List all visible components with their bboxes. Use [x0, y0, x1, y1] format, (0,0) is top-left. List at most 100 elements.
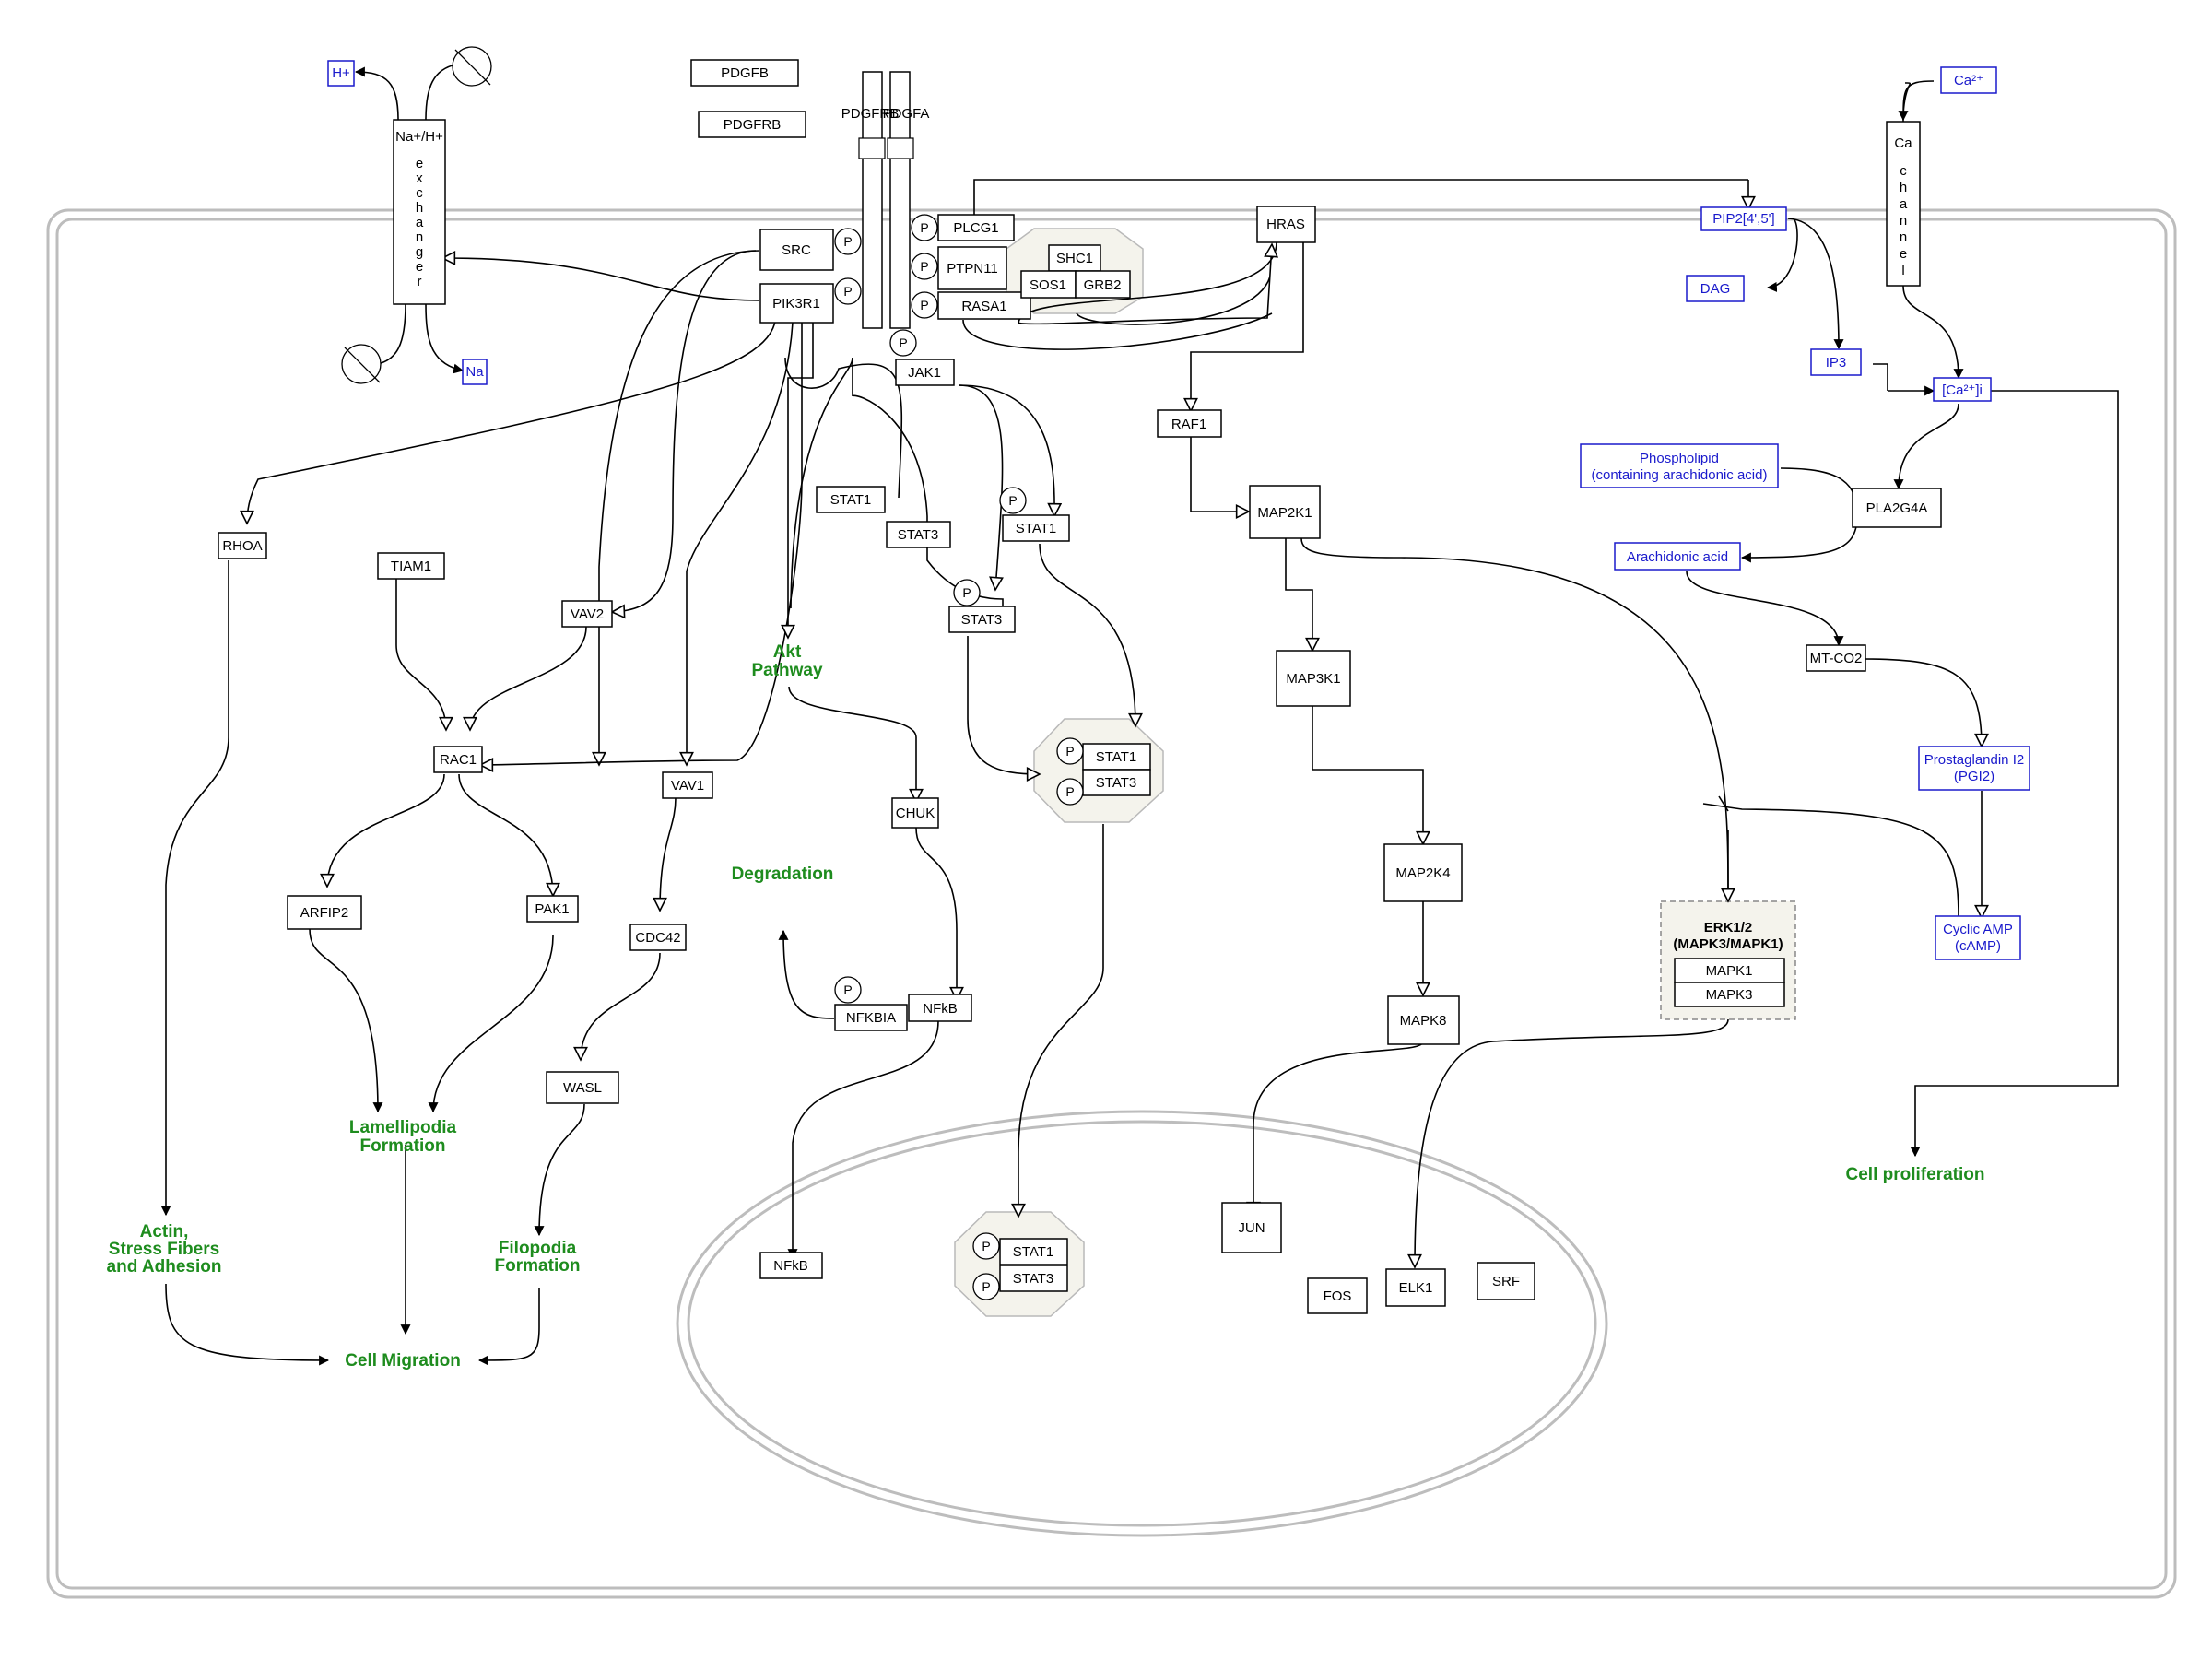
metabolite-h-plus[interactable]: H+: [327, 60, 355, 87]
degradation-symbol-bottom: [341, 344, 382, 384]
exchanger-label-0: Na+/H+: [395, 129, 443, 145]
metabolite-arachidonic-acid[interactable]: Arachidonic acid: [1614, 542, 1741, 571]
gene-wasl[interactable]: WASL: [546, 1071, 619, 1104]
svg-text:(containing arachidonic acid): (containing arachidonic acid): [1592, 467, 1768, 483]
gene-mt-co2[interactable]: MT-CO2: [1806, 644, 1866, 672]
gene-sos1[interactable]: SOS1: [1020, 270, 1077, 299]
gene-nfkb-nuclear[interactable]: NFkB: [759, 1252, 823, 1279]
gene-map2k1[interactable]: MAP2K1: [1249, 485, 1321, 539]
svg-text:[Ca²⁺]i: [Ca²⁺]i: [1942, 382, 1983, 398]
svg-text:MAPK8: MAPK8: [1400, 1013, 1447, 1029]
svg-text:P: P: [920, 298, 928, 312]
gene-fos[interactable]: FOS: [1307, 1277, 1368, 1314]
gene-stat3-b[interactable]: STAT3: [948, 606, 1016, 633]
metabolite-ca2-extracellular[interactable]: Ca²⁺: [1940, 66, 1997, 94]
gene-stat1-a[interactable]: STAT1: [816, 486, 886, 513]
gene-stat3-c[interactable]: STAT3: [1082, 769, 1151, 796]
svg-text:Stress Fibers: Stress Fibers: [109, 1240, 219, 1259]
svg-text:P: P: [982, 1279, 990, 1294]
svg-text:IP3: IP3: [1826, 355, 1847, 371]
gene-pla2g4a[interactable]: PLA2G4A: [1852, 488, 1942, 528]
ca-channel[interactable]: [1886, 121, 1921, 287]
svg-text:P: P: [899, 335, 907, 350]
svg-text:Ca²⁺: Ca²⁺: [1954, 73, 1983, 88]
phospho-stat3-b: P: [953, 579, 981, 606]
phospho-plcg1: P: [911, 214, 938, 241]
gene-stat3-d[interactable]: STAT3: [999, 1265, 1068, 1292]
svg-text:e: e: [416, 259, 423, 275]
gene-plcg1[interactable]: PLCG1: [937, 214, 1015, 241]
gene-mapk1[interactable]: MAPK1: [1674, 958, 1785, 983]
svg-text:e: e: [416, 156, 423, 171]
pathway-filopodia-formation[interactable]: Filopodia Formation: [495, 1239, 581, 1276]
metabolite-na[interactable]: Na: [462, 359, 488, 385]
metabolite-camp[interactable]: Cyclic AMP (cAMP): [1935, 915, 2021, 960]
pdgfrb-receptor-label: PDGFRB: [841, 106, 900, 122]
metabolite-phospholipid[interactable]: Phospholipid (containing arachidonic aci…: [1580, 443, 1779, 488]
metabolite-ca-intracellular[interactable]: [Ca²⁺]i: [1933, 377, 1992, 402]
pathway-lamellipodia-formation[interactable]: Lamellipodia Formation: [349, 1118, 457, 1156]
gene-nfkbia[interactable]: NFKBIA: [834, 1004, 908, 1031]
gene-ptpn11[interactable]: PTPN11: [937, 246, 1007, 290]
svg-text:JAK1: JAK1: [908, 365, 941, 381]
metabolite-pgi2[interactable]: Prostaglandin I2 (PGI2): [1918, 746, 2030, 791]
gene-pdgfb[interactable]: PDGFB: [690, 59, 799, 87]
gene-cdc42[interactable]: CDC42: [629, 924, 687, 951]
gene-mapk8[interactable]: MAPK8: [1387, 995, 1460, 1045]
gene-src[interactable]: SRC: [759, 229, 834, 271]
pdgfa-receptor-right[interactable]: [889, 71, 911, 329]
gene-mapk3[interactable]: MAPK3: [1674, 982, 1785, 1007]
svg-text:PIK3R1: PIK3R1: [772, 296, 820, 312]
svg-text:SOS1: SOS1: [1030, 277, 1066, 293]
na-h-exchanger[interactable]: [393, 119, 446, 305]
metabolite-pip2[interactable]: PIP2[4',5']: [1700, 206, 1787, 231]
gene-pdgfrb[interactable]: PDGFRB: [698, 111, 806, 138]
gene-pik3r1[interactable]: PIK3R1: [759, 283, 834, 324]
metabolite-dag[interactable]: DAG: [1686, 275, 1745, 302]
erk-title-1: ERK1/2: [1704, 920, 1753, 935]
phospho-stat3-d: P: [972, 1273, 1000, 1300]
pathway-cell-proliferation[interactable]: Cell proliferation: [1846, 1165, 1985, 1184]
gene-stat1-d[interactable]: STAT1: [999, 1238, 1068, 1265]
gene-chuk[interactable]: CHUK: [891, 797, 939, 829]
gene-srf[interactable]: SRF: [1477, 1262, 1535, 1300]
phospho-stat1-d: P: [972, 1232, 1000, 1260]
gene-stat3-a[interactable]: STAT3: [886, 521, 951, 548]
metabolite-ip3[interactable]: IP3: [1810, 348, 1862, 376]
gene-raf1[interactable]: RAF1: [1157, 409, 1222, 438]
gene-stat1-c[interactable]: STAT1: [1082, 743, 1151, 771]
svg-text:FOS: FOS: [1324, 1288, 1352, 1304]
svg-text:P: P: [982, 1239, 990, 1253]
gene-tiam1[interactable]: TIAM1: [377, 552, 445, 580]
gene-map2k4[interactable]: MAP2K4: [1383, 843, 1463, 902]
gene-hras[interactable]: HRAS: [1256, 206, 1316, 243]
gene-vav1[interactable]: VAV1: [662, 771, 713, 799]
gene-pak1[interactable]: PAK1: [526, 895, 579, 923]
svg-text:CDC42: CDC42: [635, 930, 680, 946]
gene-jun[interactable]: JUN: [1221, 1202, 1282, 1253]
gene-vav2[interactable]: VAV2: [561, 600, 613, 628]
svg-text:Prostaglandin I2: Prostaglandin I2: [1924, 752, 2024, 768]
gene-rasa1[interactable]: RASA1: [937, 291, 1031, 320]
svg-text:VAV1: VAV1: [671, 778, 704, 794]
pdgfrb-receptor-left[interactable]: [862, 71, 883, 329]
svg-text:MAPK1: MAPK1: [1706, 963, 1753, 979]
pathway-akt[interactable]: Akt Pathway: [751, 642, 823, 680]
pathway-cell-migration[interactable]: Cell Migration: [345, 1351, 461, 1371]
gene-arfip2[interactable]: ARFIP2: [287, 895, 362, 930]
gene-shc1[interactable]: SHC1: [1048, 244, 1101, 272]
pathway-actin-stress-fibers[interactable]: Actin, Stress Fibers and Adhesion: [107, 1222, 222, 1277]
gene-rhoa[interactable]: RHOA: [218, 532, 267, 559]
svg-text:P: P: [920, 259, 928, 274]
pathway-degradation[interactable]: Degradation: [732, 865, 834, 884]
gene-grb2[interactable]: GRB2: [1075, 270, 1131, 299]
gene-nfkb[interactable]: NFkB: [908, 994, 972, 1022]
phospho-pik3r1: P: [834, 277, 862, 305]
gene-elk1[interactable]: ELK1: [1385, 1268, 1446, 1307]
svg-text:P: P: [1065, 744, 1074, 759]
svg-text:l: l: [1901, 263, 1904, 278]
gene-stat1-b[interactable]: STAT1: [1002, 514, 1070, 542]
gene-jak1[interactable]: JAK1: [895, 359, 955, 386]
gene-rac1[interactable]: RAC1: [433, 746, 483, 773]
gene-map3k1[interactable]: MAP3K1: [1276, 650, 1351, 707]
